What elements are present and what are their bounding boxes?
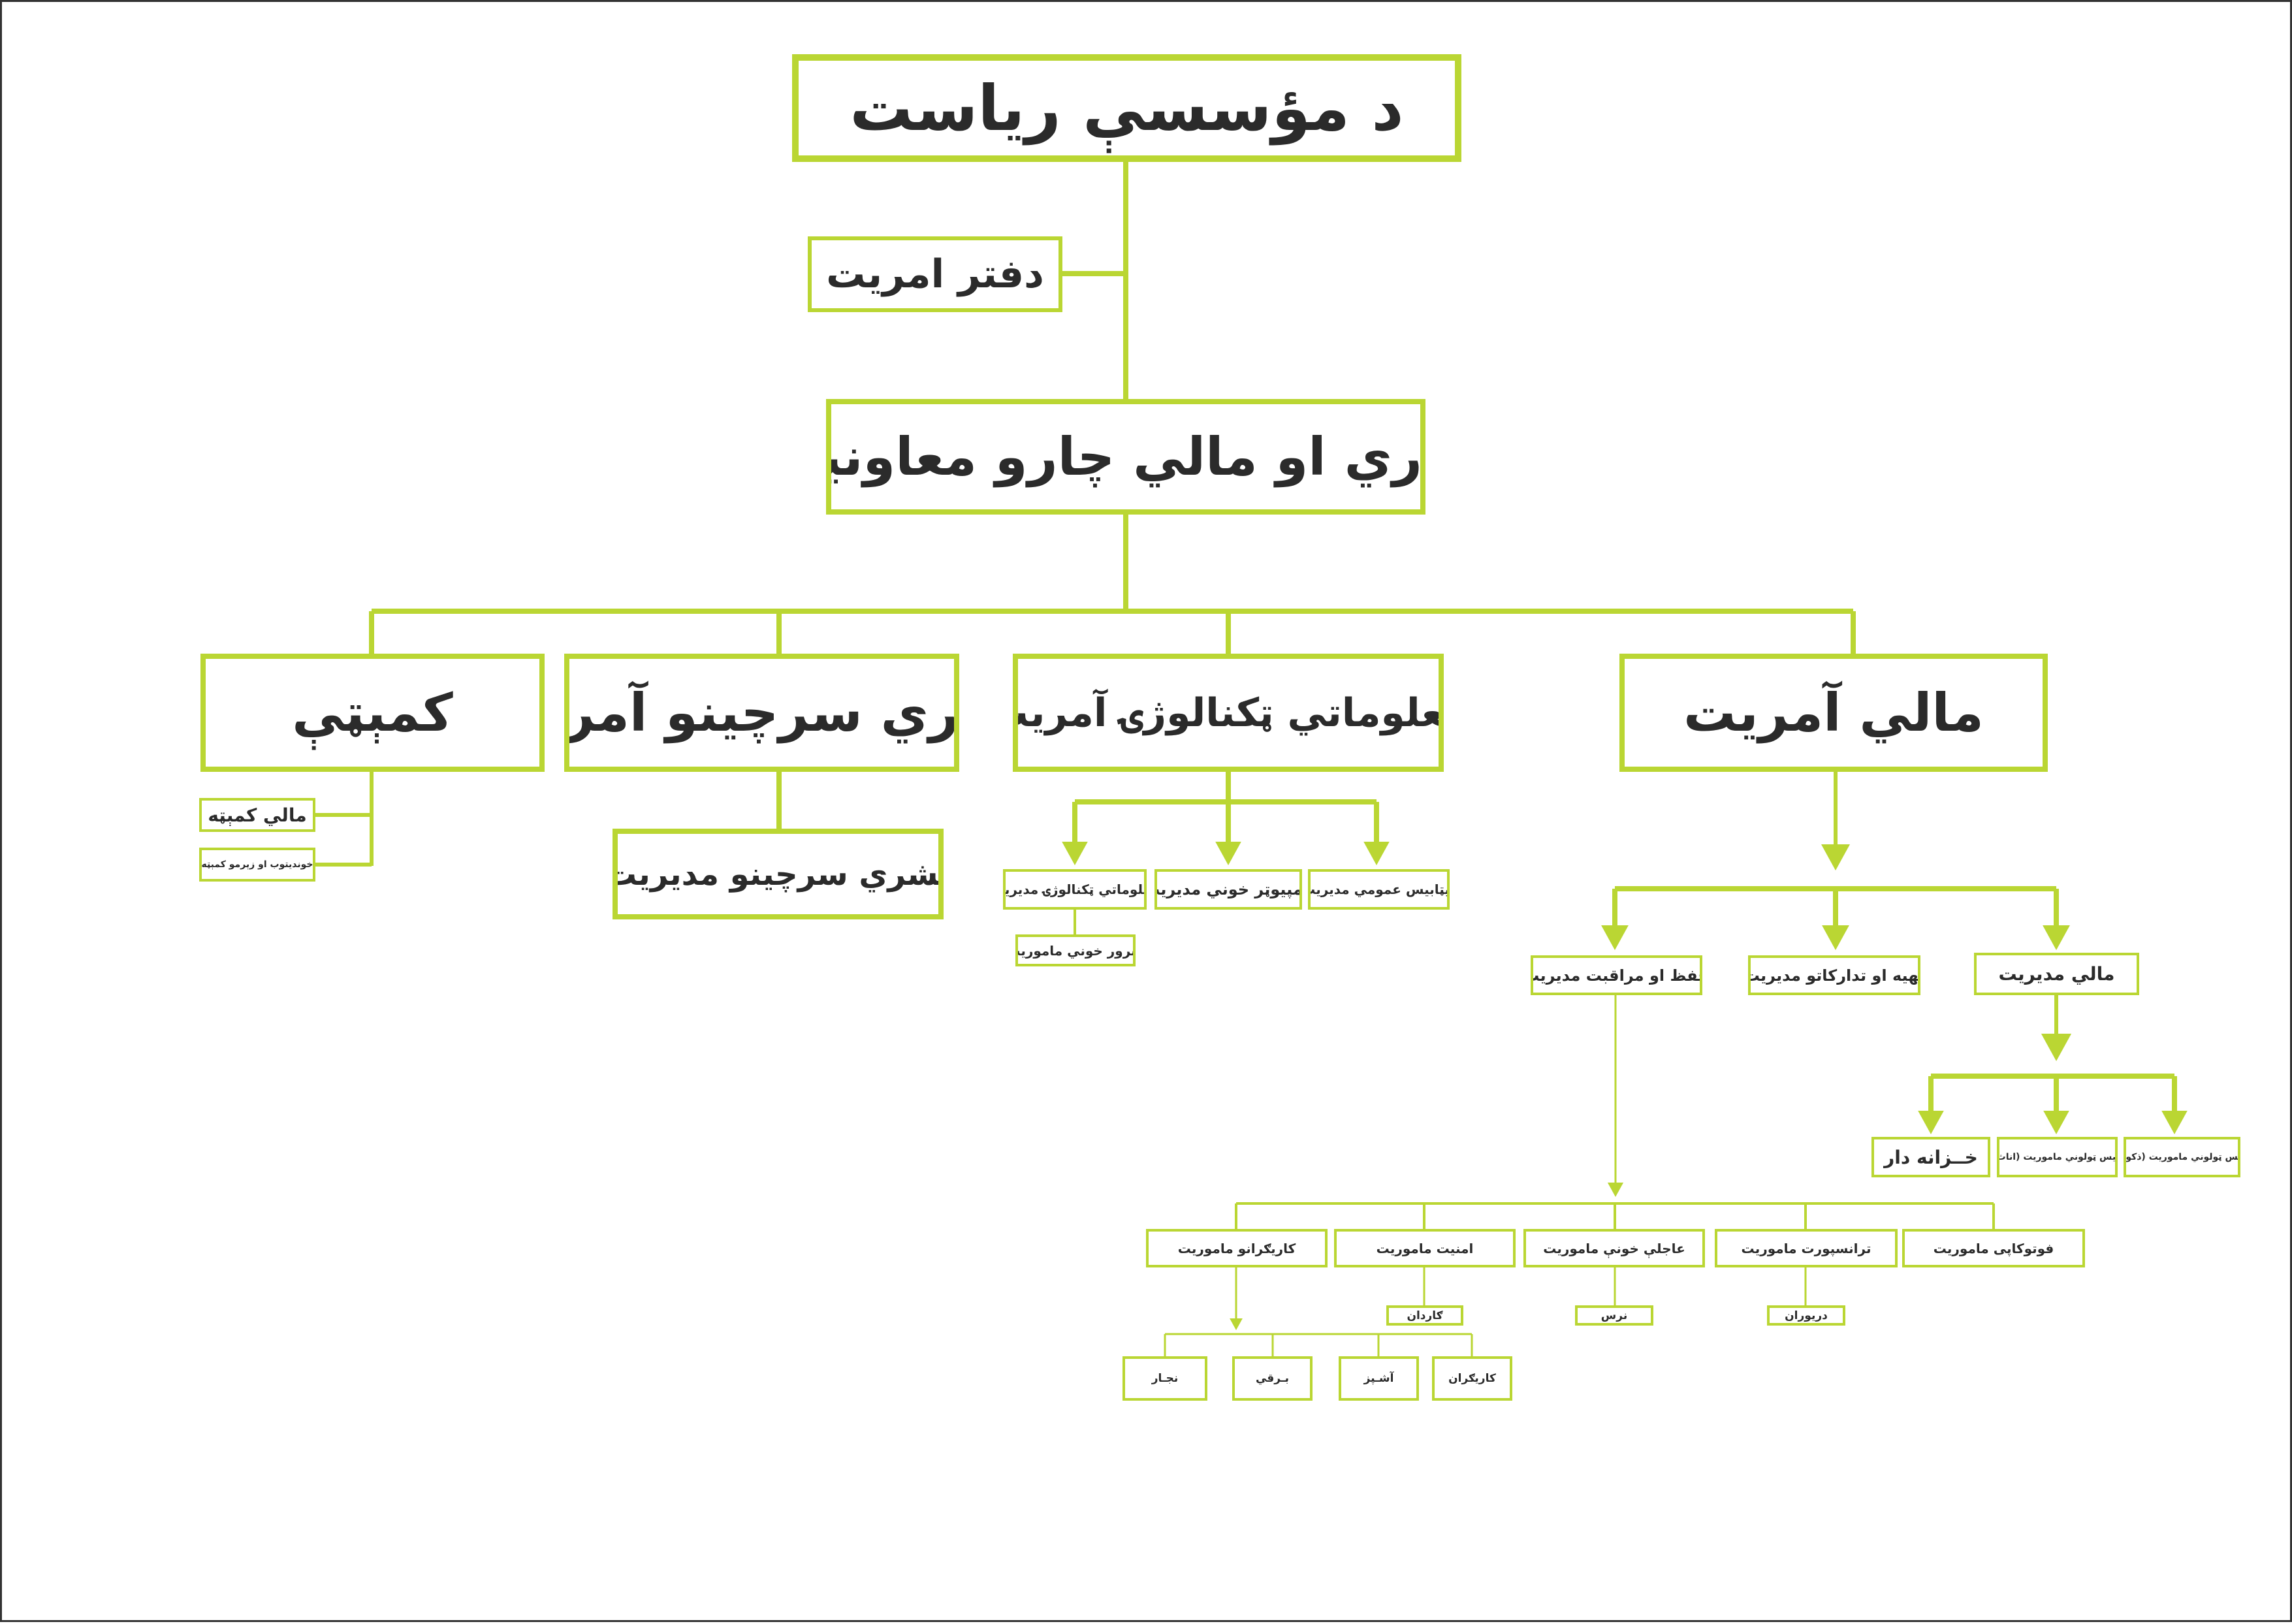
procurement-committee-label: خوندیتوب او زېرمو کمېټه [201,859,313,870]
server-unit-label: سرور خوني ماموریت [1018,942,1133,959]
finance-directorate-label: مالي آمریت [1683,682,1984,743]
transport-unit-box: ترانسپورت ماموریت [1715,1229,1898,1267]
cook-box: آشـپز [1339,1356,1419,1401]
it-management-box: معلوماتي ټکنالوژۍ مدیریت [1003,869,1147,910]
computer-management-box: کمپیوټر خوني مدیریت [1154,869,1302,910]
finance-committee-label: مالي کمېټه [208,804,307,826]
nurse-box: نرس [1575,1305,1653,1326]
fee-unit-2-label: فیس ټولوني ماموریت (اناث) [1997,1152,2118,1162]
treasurer-label: خــزانه دار [1884,1146,1978,1168]
maint-arrow [1607,1183,1624,1197]
treasurer-box: خــزانه دار [1871,1137,1990,1177]
finance-arrow [1821,844,1850,870]
office-label: دفتر امریت [826,251,1044,297]
presidency-label: د مؤسسې ریاست [850,71,1404,145]
hr-directorate-box: بشري سرچینو آمریت [564,654,959,772]
fee-unit-1-box: فیس ټولوني ماموریت (ذکور) [2124,1137,2240,1177]
fee-unit-1-label: فیس ټولوني ماموریت (ذکور) [2125,1152,2240,1162]
workers-box: کاریګران [1432,1356,1512,1401]
nurse-label: نرس [1600,1309,1628,1322]
fm-arrow [2041,1034,2072,1061]
photocopy-unit-box: فوتوکاپی ماموریت [1902,1229,2085,1267]
computer-management-label: کمپیوټر خوني مدیریت [1157,880,1302,899]
hr-management-label: بشري سرچینو مدیریت [613,855,944,893]
it-arrow-2 [1215,842,1241,865]
procurement-committee-box: خوندیتوب او زېرمو کمېټه [199,848,315,882]
fm-child-arrow-2 [2043,1111,2069,1134]
committees-label: کمېټې [292,682,453,743]
maintenance-management-box: حفظ او مراقبت مدیریت [1531,955,1702,995]
presidency-box: د مؤسسې ریاست [792,54,1461,162]
procurement-management-box: تهیه او تدارکاتو مدیریت [1748,955,1920,995]
finance-management-box: مالي مدیریت [1974,953,2139,995]
clinic-unit-label: عاجلې خونې ماموریت [1543,1240,1685,1256]
security-unit-label: امنیت ماموریت [1376,1240,1474,1256]
workers-unit-box: کاریګرانو ماموریت [1146,1229,1328,1267]
finance-sub-arrow-2 [1822,925,1849,950]
carpenter-box: نجـار [1122,1356,1207,1401]
security-unit-box: امنیت ماموریت [1334,1229,1516,1267]
fm-child-arrow-3 [2161,1111,2188,1134]
hr-management-box: بشري سرچینو مدیریت [613,829,944,919]
finance-sub-arrow-1 [1601,925,1629,950]
server-unit-box: سرور خوني ماموریت [1015,934,1136,966]
finance-directorate-box: مالي آمریت [1619,654,2048,772]
fm-child-arrow-1 [1918,1111,1944,1134]
workers-arrow [1230,1318,1243,1330]
workers-unit-label: کاریګرانو ماموریت [1177,1240,1296,1256]
procurement-management-label: تهیه او تدارکاتو مدیریت [1748,966,1920,985]
drivers-box: دریوران [1767,1305,1845,1326]
carpenter-label: نجـار [1151,1372,1179,1385]
hr-directorate-label: بشري سرچینو آمریت [564,682,959,743]
guards-label: ګاردان [1407,1309,1443,1322]
database-management-box: ډیټابیس عمومي مدیریت [1308,869,1450,910]
clinic-unit-box: عاجلې خونې ماموریت [1523,1229,1705,1267]
it-arrow-1 [1062,842,1088,865]
it-directorate-box: معلوماتي ټکنالوژۍ آمریت [1013,654,1444,772]
deputy-box: اداري او مالي چارو معاونیت [826,399,1425,515]
workers-label: کاریګران [1448,1372,1496,1385]
office-box: دفتر امریت [808,236,1062,312]
fee-unit-2-box: فیس ټولوني ماموریت (اناث) [1997,1137,2118,1177]
guards-box: ګاردان [1386,1305,1463,1326]
committees-box: کمېټې [200,654,545,772]
drivers-label: دریوران [1785,1309,1828,1322]
photocopy-unit-label: فوتوکاپی ماموریت [1933,1240,2054,1256]
maintenance-management-label: حفظ او مراقبت مدیریت [1531,966,1702,985]
electrician-box: بـرقي [1232,1356,1313,1401]
finance-management-label: مالي مدیریت [1998,963,2115,985]
transport-unit-label: ترانسپورت ماموریت [1741,1240,1871,1256]
it-directorate-label: معلوماتي ټکنالوژۍ آمریت [1013,690,1444,736]
finance-committee-box: مالي کمېټه [199,798,315,832]
cook-label: آشـپز [1363,1372,1394,1385]
deputy-label: اداري او مالي چارو معاونیت [831,426,1422,487]
electrician-label: بـرقي [1255,1372,1290,1385]
database-management-label: ډیټابیس عمومي مدیریت [1308,882,1450,897]
it-arrow-3 [1363,842,1390,865]
finance-sub-arrow-3 [2043,925,2070,950]
it-management-label: معلوماتي ټکنالوژۍ مدیریت [1004,882,1144,897]
